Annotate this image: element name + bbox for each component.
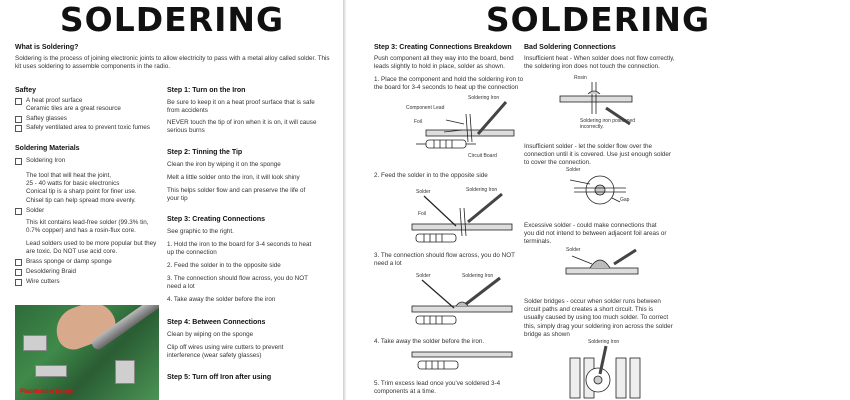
diagram-insufficient-solder: Solder Gap	[560, 166, 640, 212]
checkbox-icon	[15, 116, 22, 123]
step-text: Clean the iron by wiping it on the spong…	[167, 161, 281, 168]
page-title: SOLDERING	[485, 0, 711, 39]
checklist-note: Ceramic tiles are a great resource	[26, 105, 121, 112]
intro-text: Soldering is the process of joining elec…	[15, 55, 330, 71]
step-text: Clean by wiping on the sponge	[167, 331, 254, 338]
diagram-label: Solder	[566, 247, 581, 253]
bad-text: Insufficient solder - let the solder flo…	[524, 143, 672, 167]
checklist-item: Saftey glasses	[15, 115, 67, 123]
diagram-label: Soldering Iron	[466, 187, 498, 193]
step-text: 1. Place the component and hold the sold…	[374, 76, 524, 92]
bad-text: Solder bridges - occur when solder runs …	[524, 298, 673, 338]
step-text: 5. Trim excess lead once you've soldered…	[374, 380, 501, 396]
checkbox-icon	[15, 125, 22, 132]
step-text: 3. The connection should flow across, yo…	[374, 252, 515, 268]
checklist-item: Solder	[15, 207, 44, 215]
step-heading: Step 3: Creating Connections	[167, 216, 266, 223]
step-heading: Step 4: Between Connections	[167, 319, 266, 326]
page-title: SOLDERING	[59, 0, 285, 39]
diagram-label: Soldering Iron	[462, 273, 494, 279]
checklist-item: Safely ventilated area to prevent toxic …	[15, 124, 150, 132]
step-text: 4. Take away the solder before the iron.	[374, 338, 485, 345]
bad-text: Excessive solder - could make connection…	[524, 222, 667, 246]
diagram-label: Foil	[414, 119, 423, 125]
material-desc: This kit contains lead-free solder (99.3…	[26, 219, 149, 235]
step-heading: Step 5: Turn off Iron after using	[167, 374, 272, 381]
diagram-label: Gap	[620, 197, 630, 203]
step-heading: Step 3: Creating Connections Breakdown	[374, 44, 512, 51]
step-text: See graphic to the right.	[167, 228, 234, 235]
diagram-label: Rosin	[574, 75, 587, 81]
section-heading: Soldering Materials	[15, 145, 80, 152]
diagram-label: Solder	[416, 189, 431, 195]
step-text: 2. Feed the solder in to the opposite si…	[167, 262, 281, 269]
diagram-feed-solder: Solder Soldering Iron Foil	[406, 186, 516, 248]
step-text: This helps solder flow and can preserve …	[167, 187, 306, 203]
checkbox-icon	[15, 158, 22, 165]
checklist-item: Wire cutters	[15, 278, 60, 286]
diagram-label: Circuit Board	[468, 153, 497, 159]
diagram-label: Soldering Iron	[468, 95, 500, 101]
checklist-item: Desoldering Braid	[15, 268, 76, 276]
diagram-remove-solder	[406, 348, 516, 374]
diagram-label: Solder	[566, 167, 581, 173]
diagram-label: Component Lead	[406, 105, 445, 111]
step-text: Melt a little solder onto the iron, it w…	[167, 174, 300, 181]
step-heading: Step 2: Tinning the Tip	[167, 149, 243, 156]
checkbox-icon	[15, 259, 22, 266]
diagram-solder-flow: Solder Soldering Iron	[406, 272, 516, 332]
step-heading: Step 1: Turn on the Iron	[167, 87, 246, 94]
diagram-heat-connection: Soldering Iron Component Lead Foil Circu…	[406, 94, 516, 159]
section-heading: Saftey	[15, 87, 37, 94]
step-text: Be sure to keep it on a heat proof surfa…	[167, 99, 315, 115]
step-text: 1. Hold the iron to the board for 3-4 se…	[167, 241, 312, 257]
left-page: SOLDERING What is Soldering? Soldering i…	[0, 0, 344, 400]
step-text: NEVER touch the tip of iron when it is o…	[167, 119, 317, 135]
step-text: Clip off wires using wire cutters to pre…	[167, 344, 284, 360]
diagram-excessive-solder: Solder	[562, 246, 642, 286]
step-text: 4. Take away the solder before the iron	[167, 296, 276, 303]
material-desc: The tool that will heat the joint,25 - 4…	[26, 172, 137, 204]
section-heading: What is Soldering?	[15, 44, 79, 51]
checklist-item: Brass sponge or damp sponge	[15, 258, 112, 266]
photo-caption: Placeholder image	[20, 389, 74, 395]
right-page: SOLDERING Step 3: Creating Connections B…	[346, 0, 850, 400]
checklist-item: Soldering Iron	[15, 157, 65, 165]
page-gutter	[343, 0, 346, 400]
soldering-photo: Placeholder image	[15, 305, 159, 400]
diagram-label: Soldering Iron	[588, 339, 620, 345]
checklist-item: A heat proof surface	[15, 97, 82, 105]
checkbox-icon	[15, 98, 22, 105]
checkbox-icon	[15, 208, 22, 215]
section-heading: Bad Soldering Connections	[524, 44, 616, 51]
step-text: 3. The connection should flow across, yo…	[167, 275, 308, 291]
checkbox-icon	[15, 279, 22, 286]
diagram-label: Foil	[418, 211, 427, 217]
lead-note: Lead solders used to be more popular but…	[26, 240, 157, 256]
bad-text: Insufficient heat - When solder does not…	[524, 55, 675, 71]
diagram-label: Solder	[416, 273, 431, 279]
diagram-solder-bridge: Soldering Iron	[564, 339, 644, 400]
step-text: 2. Feed the solder in to the opposite si…	[374, 172, 488, 179]
checkbox-icon	[15, 269, 22, 276]
step-text: Push component all they way into the boa…	[374, 55, 514, 71]
